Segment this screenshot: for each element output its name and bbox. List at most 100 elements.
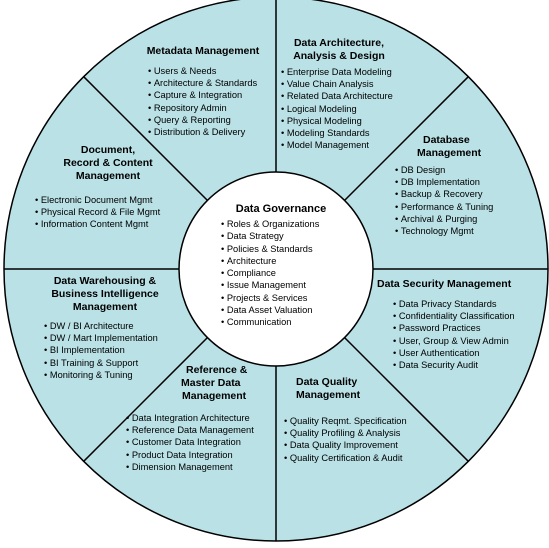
segment-item: Technology Mgmt [395, 225, 515, 237]
segment-title: Data Security Management [377, 278, 527, 291]
segment-data-architecture: Data Architecture, Analysis & Design Ent… [281, 37, 397, 151]
segment-item: Password Practices [393, 322, 527, 334]
center-item: Compliance [221, 267, 346, 279]
segment-item: Repository Admin [148, 102, 273, 114]
segment-items: DB Design DB Implementation Backup & Rec… [395, 164, 515, 237]
segment-item: Physical Record & File Mgmt [35, 206, 183, 218]
segment-title: Data Architecture, Analysis & Design [281, 37, 397, 63]
segment-title-line: Data Quality [296, 376, 358, 388]
center-item: Roles & Organizations [221, 218, 346, 230]
wheel-spoke [83, 76, 208, 201]
segment-items: Users & Needs Architecture & Standards C… [148, 65, 273, 138]
segment-title: Document, Record & Content Management [33, 144, 183, 183]
segment-item: DW / Mart Implementation [44, 332, 180, 344]
center-item: Communication [221, 316, 346, 328]
segment-title-line: Business Intelligence [51, 288, 159, 300]
segment-item: Data Privacy Standards [393, 298, 527, 310]
segment-document-record-content: Document, Record & Content Management El… [33, 144, 183, 231]
segment-data-quality-management: Data Quality Management Quality Reqmt. S… [284, 376, 424, 464]
center-item: Architecture [221, 255, 346, 267]
segment-title-line: Management [182, 390, 247, 402]
segment-item: Distribution & Delivery [148, 126, 273, 138]
segment-item: User, Group & View Admin [393, 335, 527, 347]
segment-item: User Authentication [393, 347, 527, 359]
segment-items: Quality Reqmt. Specification Quality Pro… [284, 415, 424, 464]
center-item: Data Strategy [221, 230, 346, 242]
segment-item: Users & Needs [148, 65, 273, 77]
segment-item: BI Implementation [44, 344, 180, 356]
segment-item: Capture & Integration [148, 89, 273, 101]
segment-title: Database Management [395, 134, 515, 160]
segment-item: Data Integration Architecture [126, 412, 276, 424]
segment-item: DB Design [395, 164, 515, 176]
center-item: Policies & Standards [221, 243, 346, 255]
segment-title-line: Management [417, 147, 482, 159]
segment-title-line: Metadata Management [146, 45, 260, 57]
segment-item: Confidentiality Classification [393, 310, 527, 322]
segment-item: Information Content Mgmt [35, 218, 183, 230]
center-item: Issue Management [221, 279, 346, 291]
wheel-spokes [4, 0, 548, 541]
segment-item: Data Quality Improvement [284, 439, 424, 451]
segment-item: Product Data Integration [126, 449, 276, 461]
segment-item: Archival & Purging [395, 213, 515, 225]
segment-data-security-management: Data Security Management Data Privacy St… [377, 278, 527, 371]
segment-title-line: Record & Content [63, 157, 153, 169]
segment-item: Value Chain Analysis [281, 78, 397, 90]
segment-item: Query & Reporting [148, 114, 273, 126]
center-items: Roles & Organizations Data Strategy Poli… [221, 218, 346, 329]
center-item: Projects & Services [221, 292, 346, 304]
segment-title-line: Data Architecture, [293, 37, 385, 49]
segment-item: DB Implementation [395, 176, 515, 188]
wheel-spoke [344, 76, 469, 201]
segment-title-line: Management [296, 389, 361, 401]
segment-title-line: Master Data [181, 377, 241, 389]
segment-data-warehousing-bi: Data Warehousing & Business Intelligence… [30, 275, 180, 381]
center-data-governance: Data Governance Roles & Organizations Da… [216, 203, 346, 329]
segment-item: DW / BI Architecture [44, 320, 180, 332]
segment-item: Modeling Standards [281, 127, 397, 139]
segment-title-line: Management [72, 301, 138, 313]
segment-title-line: Data Warehousing & [53, 275, 157, 287]
segment-item: Data Security Audit [393, 359, 527, 371]
segment-item: Backup & Recovery [395, 188, 515, 200]
segment-database-management: Database Management DB Design DB Impleme… [395, 134, 515, 237]
segment-item: Reference Data Management [126, 424, 276, 436]
segment-item: Architecture & Standards [148, 77, 273, 89]
segment-title-line: Management [75, 170, 141, 182]
segment-item: Electronic Document Mgmt [35, 194, 183, 206]
segment-item: Logical Modeling [281, 103, 397, 115]
segment-item: Enterprise Data Modeling [281, 66, 397, 78]
segment-title-line: Reference & [186, 364, 248, 376]
segment-item: Related Data Architecture [281, 90, 397, 102]
segment-item: Dimension Management [126, 461, 276, 473]
segment-items: Data Privacy Standards Confidentiality C… [393, 298, 527, 371]
segment-item: Quality Profiling & Analysis [284, 427, 424, 439]
segment-item: Model Management [281, 139, 397, 151]
segment-item: Physical Modeling [281, 115, 397, 127]
segment-metadata-management: Metadata Management Users & Needs Archit… [133, 45, 273, 138]
segment-title-line: Data Security Management [377, 278, 512, 290]
segment-item: Quality Certification & Audit [284, 452, 424, 464]
segment-title: Metadata Management [133, 45, 273, 58]
segment-item: Customer Data Integration [126, 436, 276, 448]
segment-item: Performance & Tuning [395, 201, 515, 213]
segment-item: BI Training & Support [44, 357, 180, 369]
segment-title: Data Quality Management [284, 376, 424, 402]
segment-items: Enterprise Data Modeling Value Chain Ana… [281, 66, 397, 151]
segment-reference-master-data: Reference & Master Data Management Data … [126, 364, 276, 473]
wheel-spoke [83, 337, 208, 462]
center-item: Data Asset Valuation [221, 304, 346, 316]
segment-items: Data Integration Architecture Reference … [126, 412, 276, 473]
segment-item: Quality Reqmt. Specification [284, 415, 424, 427]
segment-title: Reference & Master Data Management [126, 364, 276, 403]
segment-title-line: Database [423, 134, 470, 146]
segment-title-line: Document, [80, 144, 136, 156]
segment-items: Electronic Document Mgmt Physical Record… [35, 194, 183, 231]
wheel-spoke [344, 337, 469, 462]
segment-title: Data Warehousing & Business Intelligence… [30, 275, 180, 314]
segment-title-line: Analysis & Design [293, 50, 385, 62]
center-title: Data Governance [235, 203, 327, 215]
segment-item: Monitoring & Tuning [44, 369, 180, 381]
segment-items: DW / BI Architecture DW / Mart Implement… [44, 320, 180, 381]
